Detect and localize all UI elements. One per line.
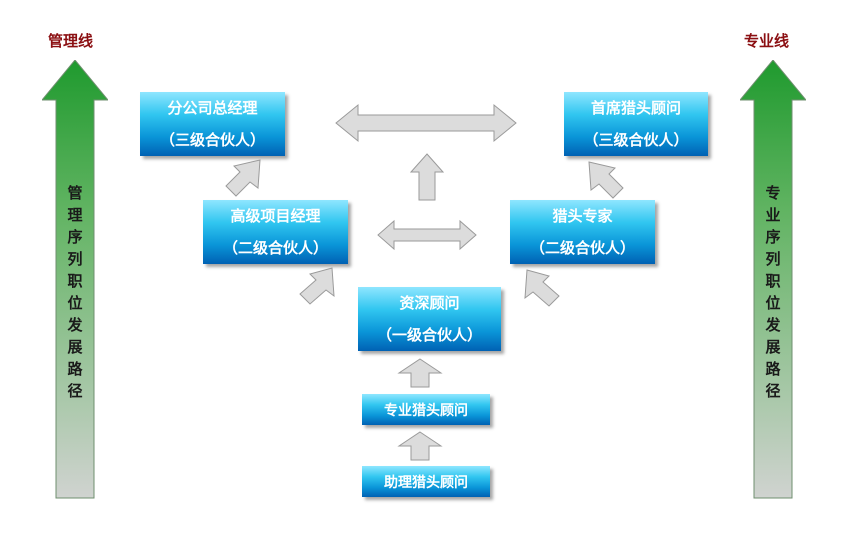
chief-headhunter-box: 首席猎头顾问 （三级合伙人）	[564, 92, 708, 156]
branch-general-manager-title: 分公司总经理	[167, 99, 258, 117]
diagonal-arrow-to-chief-headhunter	[588, 161, 624, 199]
professional-headhunter-box: 专业猎头顾问	[362, 394, 490, 425]
management-line-title: 管理线	[48, 32, 94, 50]
branch-general-manager-box: 分公司总经理 （三级合伙人）	[140, 92, 285, 156]
diagonal-arrow-to-branch-gm	[225, 159, 261, 197]
professional-headhunter-title: 专业猎头顾问	[384, 402, 468, 419]
senior-consultant-title: 资深顾问	[399, 294, 460, 312]
diagonal-arrow-to-senior-pm	[299, 267, 335, 305]
headhunter-expert-title: 猎头专家	[552, 207, 613, 225]
senior-consultant-level: （一级合伙人）	[376, 326, 482, 344]
up-arrow-assistant-to-professional	[397, 431, 443, 461]
up-arrow-professional-to-senior	[397, 358, 443, 388]
headhunter-expert-box: 猎头专家 （二级合伙人）	[510, 200, 655, 264]
management-track-arrow: 管 理 序 列 职 位 发 展 路 径	[42, 60, 108, 500]
professional-line-title: 专业线	[744, 32, 790, 50]
assistant-headhunter-box: 助理猎头顾问	[362, 466, 490, 497]
double-arrow-top	[335, 103, 517, 143]
branch-general-manager-level: （三级合伙人）	[159, 131, 265, 149]
headhunter-expert-level: （二级合伙人）	[529, 239, 635, 257]
assistant-headhunter-title: 助理猎头顾问	[384, 474, 468, 491]
senior-project-manager-title: 高级项目经理	[230, 207, 321, 225]
professional-track-arrow: 专 业 序 列 职 位 发 展 路 径	[740, 60, 806, 500]
diagonal-arrow-to-headhunter-expert	[524, 269, 560, 307]
senior-project-manager-box: 高级项目经理 （二级合伙人）	[203, 200, 348, 264]
senior-consultant-box: 资深顾问 （一级合伙人）	[358, 287, 501, 351]
senior-project-manager-level: （二级合伙人）	[222, 239, 328, 257]
chief-headhunter-level: （三级合伙人）	[583, 131, 689, 149]
management-track-label: 管 理 序 列 职 位 发 展 路 径	[67, 184, 83, 400]
professional-track-label: 专 业 序 列 职 位 发 展 路 径	[765, 184, 781, 400]
up-arrow-center	[409, 153, 445, 201]
chief-headhunter-title: 首席猎头顾问	[590, 99, 681, 117]
double-arrow-middle	[377, 219, 477, 251]
